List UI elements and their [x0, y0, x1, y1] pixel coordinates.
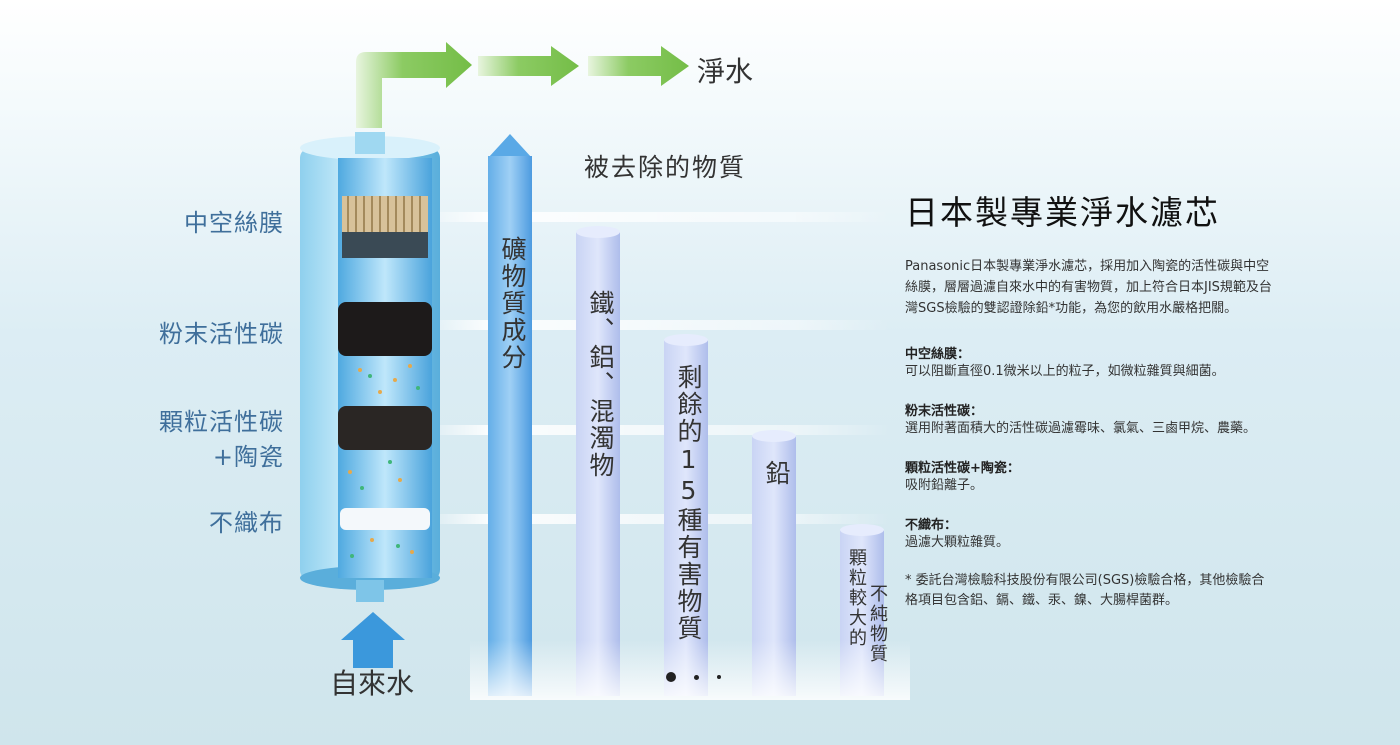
column-label-lead: 鉛 — [762, 460, 791, 487]
section-hollow-fiber: 中空絲膜： 可以阻斷直徑0.1微米以上的粒子，如微粒雜質與細菌。 — [905, 343, 1275, 382]
output-arrow — [356, 42, 689, 128]
input-label: 自來水 — [330, 667, 415, 700]
column-label-harmful: 剩餘的15種有害物質 — [674, 364, 703, 642]
info-panel: 日本製專業淨水濾芯 Panasonic日本製專業淨水濾芯，採用加入陶瓷的活性碳與… — [905, 186, 1275, 611]
filter-cartridge — [300, 132, 440, 602]
section-heading: 不織布： — [905, 518, 958, 533]
column-label-minerals: 礦物質成分 — [498, 236, 527, 371]
layer-label-hollow-fiber: 中空絲膜 — [184, 209, 284, 237]
removed-header: 被去除的物質 — [584, 153, 747, 182]
section-heading: 中空絲膜： — [905, 347, 971, 362]
input-arrow — [341, 612, 405, 668]
section-text: 吸附鉛離子。 — [905, 478, 984, 493]
section-granular-carbon: 顆粒活性碳+陶瓷： 吸附鉛離子。 — [905, 457, 1275, 496]
column-label-iron-aluminum: 鐵、鋁、混濁物 — [586, 290, 615, 479]
guide-line-1 — [420, 212, 890, 222]
footnote: * 委託台灣檢驗科技股份有限公司(SGS)檢驗合格，其他檢驗合格項目包含鋁、鎘、… — [905, 573, 1265, 608]
layer-label-granular-carbon: 顆粒活性碳 — [159, 408, 284, 436]
section-nonwoven: 不織布： 過濾大顆粒雜質。 — [905, 514, 1275, 553]
ellipsis-dots — [666, 672, 721, 682]
column-label-impurity-2: 不純物質 — [867, 584, 888, 664]
output-label: 淨水 — [697, 55, 754, 88]
iron-aluminum-column — [576, 226, 620, 696]
remaining-harmful-column — [664, 334, 708, 696]
section-text: 選用附著面積大的活性碳過濾霉味、氯氣、三鹵甲烷、農藥。 — [905, 421, 1257, 436]
layer-label-nonwoven: 不織布 — [209, 509, 284, 537]
section-heading: 顆粒活性碳+陶瓷： — [905, 461, 1020, 476]
guide-line-3 — [420, 425, 890, 435]
guide-line-4 — [420, 514, 890, 524]
layer-label-powder-carbon: 粉末活性碳 — [159, 320, 284, 348]
mineral-column — [488, 134, 532, 696]
section-powder-carbon: 粉末活性碳： 選用附著面積大的活性碳過濾霉味、氯氣、三鹵甲烷、農藥。 — [905, 400, 1275, 439]
panel-intro: Panasonic日本製專業淨水濾芯，採用加入陶瓷的活性碳與中空絲膜，層層過濾自… — [905, 259, 1272, 316]
guide-line-2 — [420, 320, 890, 330]
section-text: 可以阻斷直徑0.1微米以上的粒子，如微粒雜質與細菌。 — [905, 364, 1225, 379]
section-heading: 粉末活性碳： — [905, 404, 984, 419]
layer-label-ceramic: +陶瓷 — [212, 443, 284, 471]
panel-title: 日本製專業淨水濾芯 — [905, 193, 1220, 232]
section-text: 過濾大顆粒雜質。 — [905, 535, 1010, 550]
column-label-impurity-1: 顆粒較大的 — [846, 548, 867, 648]
